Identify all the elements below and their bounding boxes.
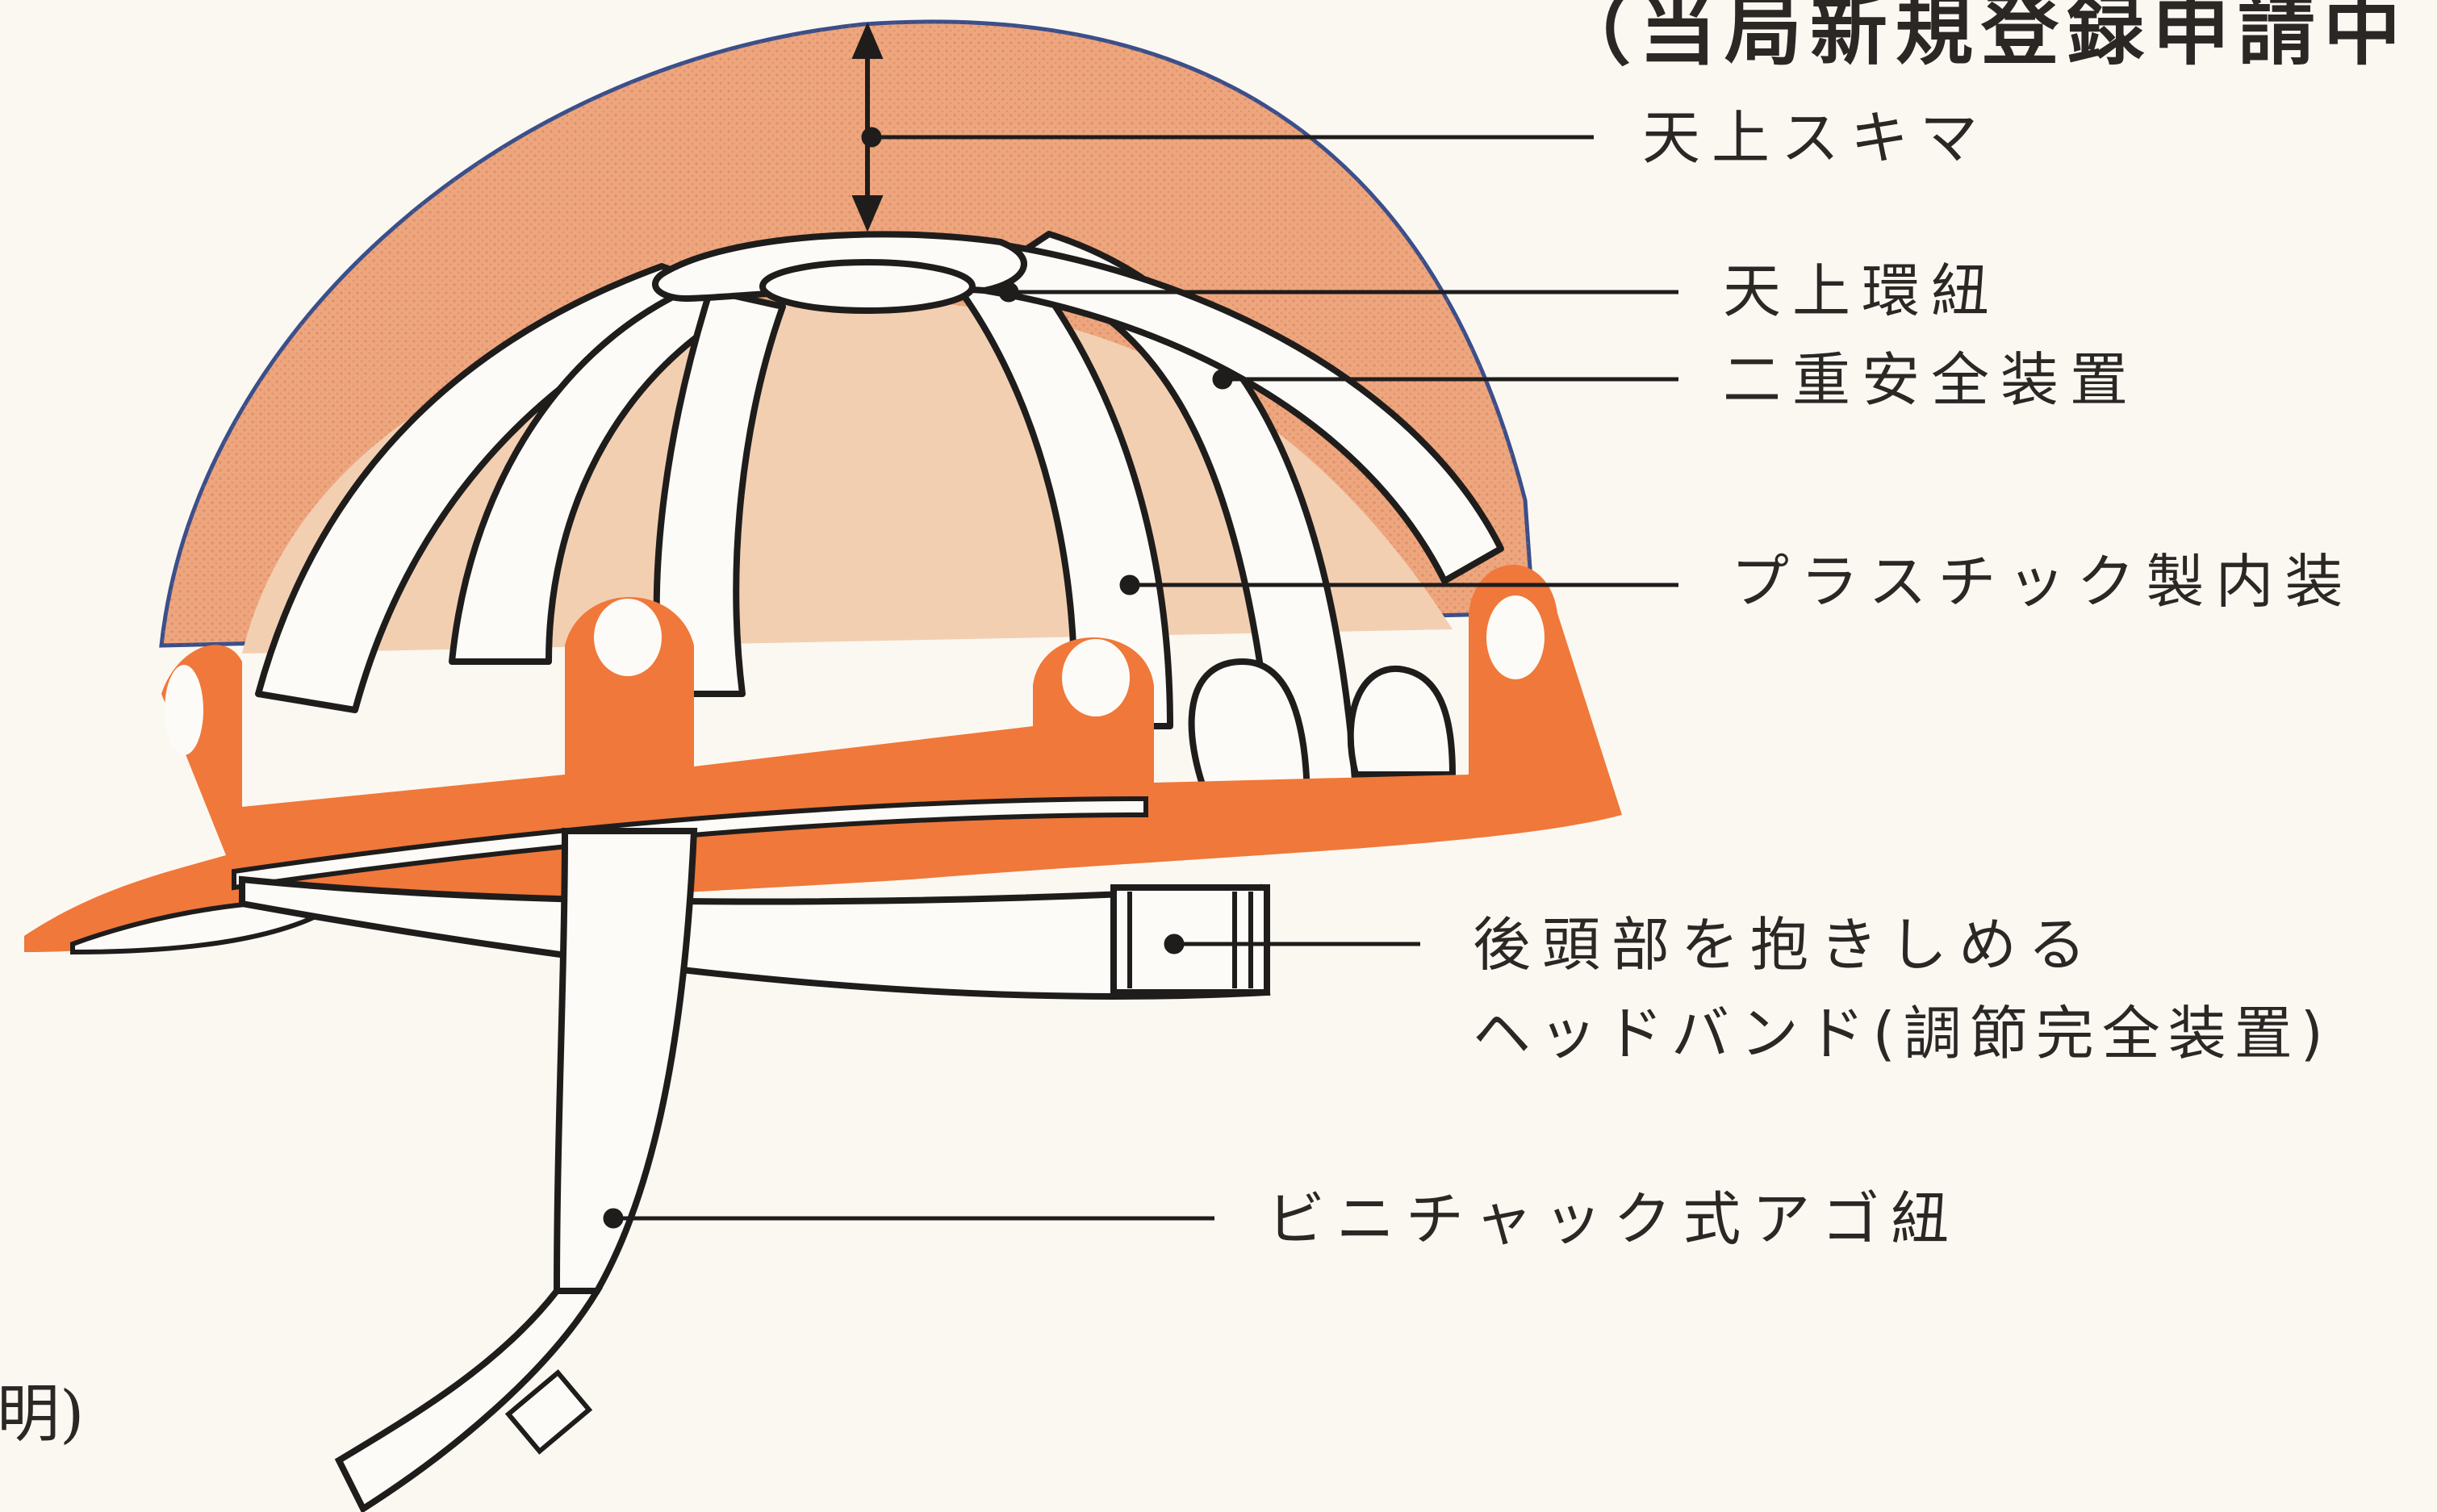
headband [242,879,1267,996]
label-plastic-liner: プラスチック製内装 [1731,553,2355,611]
side-fragment: 明) [0,1364,84,1454]
label-headband-line2: ヘッドバンド(調節完全装置) [1473,1005,2331,1063]
label-crown-ring-cord: 天上環紐 [1723,262,2000,320]
label-chin-strap: ビニチャック式アゴ紐 [1267,1190,1960,1248]
label-crown-clearance: 天上スキマ [1642,109,1989,167]
label-headband-line1: 後頭部を抱きしめる [1473,916,2097,974]
title-fragment: （当局新規登録申請中 [1553,0,2409,80]
label-double-safety: 二重安全装置 [1723,351,2139,409]
